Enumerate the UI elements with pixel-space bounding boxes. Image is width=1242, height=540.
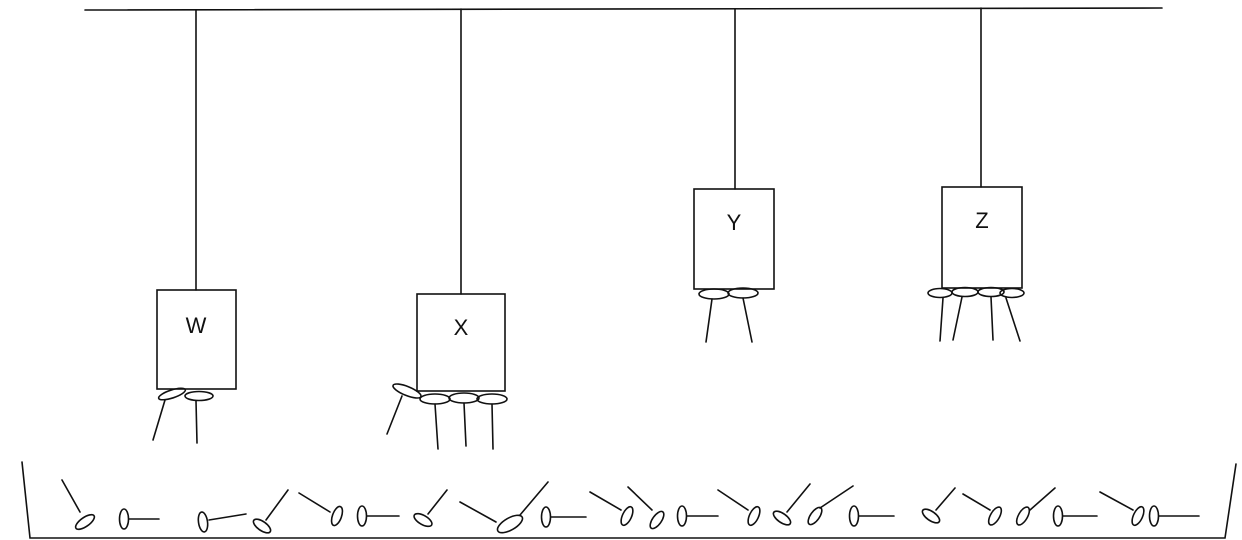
- pin-shaft: [195, 400, 198, 444]
- pin-tray: [21, 461, 1237, 539]
- pin-head: [927, 287, 953, 299]
- magnet-x: X: [386, 293, 508, 450]
- pin-head: [184, 390, 214, 402]
- pin-shaft: [491, 403, 494, 450]
- pin-head: [951, 286, 979, 298]
- pin-shaft: [152, 399, 166, 441]
- pin-head: [999, 287, 1025, 299]
- loose-pins: [61, 479, 1200, 534]
- magnet-z-label: Z: [975, 208, 988, 233]
- pin-shaft: [952, 296, 963, 341]
- pin-shaft: [386, 395, 403, 435]
- pin-shaft: [1005, 297, 1021, 342]
- pin-head: [419, 393, 451, 405]
- pin-shaft: [463, 402, 467, 447]
- magnet-w-label: W: [186, 313, 207, 338]
- magnet-x-label: X: [454, 315, 469, 340]
- magnet-z: Z: [927, 186, 1025, 342]
- magnet-y-label: Y: [727, 210, 742, 235]
- magnet-w: W: [152, 289, 237, 444]
- support-bar: [84, 7, 1163, 11]
- pin-shaft: [742, 297, 753, 343]
- pin-head: [448, 392, 480, 404]
- pin-shaft: [705, 298, 713, 343]
- magnet-y: Y: [693, 188, 775, 343]
- pin-head: [157, 387, 187, 401]
- pin-head: [476, 393, 508, 405]
- pin-head: [392, 383, 422, 399]
- pin-head: [698, 288, 730, 300]
- pin-shaft: [939, 297, 944, 342]
- pin-shaft: [990, 296, 994, 341]
- pin-shaft: [434, 403, 439, 450]
